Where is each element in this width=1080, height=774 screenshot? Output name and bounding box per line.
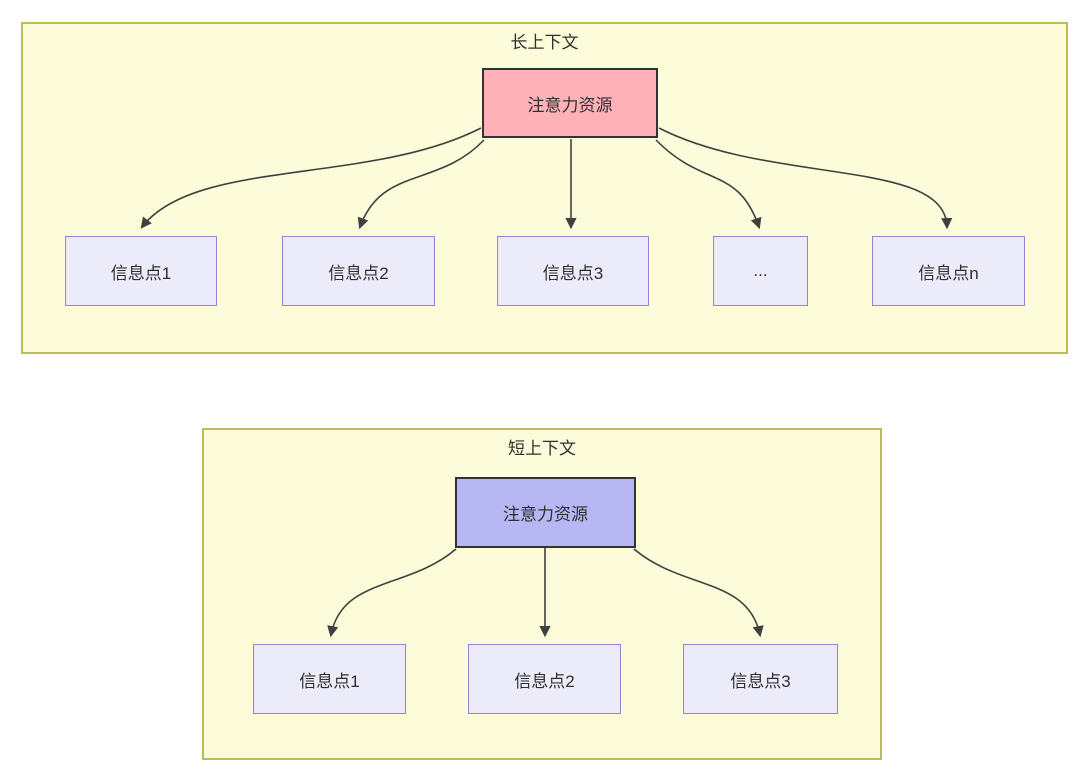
long-attention-node: 注意力资源 — [482, 68, 658, 138]
long-info-node-1: 信息点1 — [65, 236, 217, 306]
short-info-node-2: 信息点2 — [468, 644, 621, 714]
long-info-node-n: 信息点n — [872, 236, 1025, 306]
short-attention-node: 注意力资源 — [455, 477, 636, 548]
short-context-title: 短上下文 — [508, 439, 576, 458]
long-info-node-3: 信息点3 — [497, 236, 649, 306]
long-info-node-2: 信息点2 — [282, 236, 435, 306]
long-context-title: 长上下文 — [510, 33, 579, 52]
short-info-node-3: 信息点3 — [683, 644, 838, 714]
short-info-node-1: 信息点1 — [253, 644, 406, 714]
long-info-node-ellipsis: ... — [713, 236, 808, 306]
